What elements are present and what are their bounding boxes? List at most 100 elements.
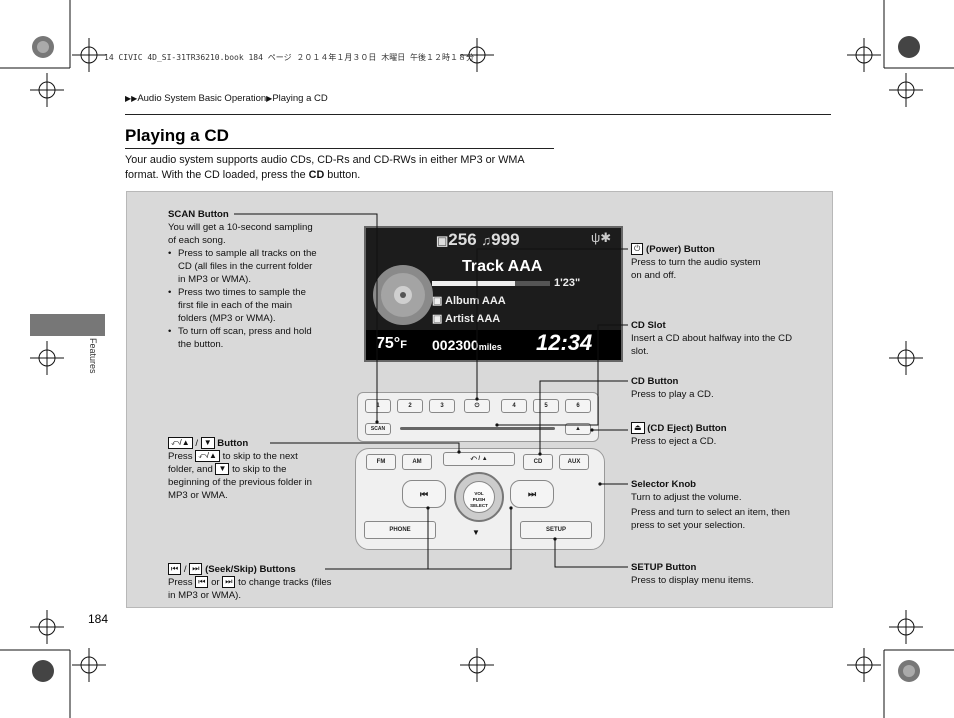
clock: 12:34 <box>536 330 593 355</box>
scan-bullet: Press two times to sample the first file… <box>168 286 318 325</box>
temperature-value: 75° <box>376 335 401 352</box>
power-callout-text: Press to turn the audio system on and of… <box>631 257 761 281</box>
cd-button[interactable]: CD <box>523 454 553 470</box>
usb-bluetooth-icon: ψ✱ <box>591 230 612 245</box>
folder-up-button[interactable]: ⤺ / ▲ <box>443 452 515 466</box>
selector-knob-label: VOL PUSH SELECT <box>463 481 495 513</box>
scan-bullet: Press to sample all tracks on the CD (al… <box>168 247 318 286</box>
seek-callout-title: (Seek/Skip) Buttons <box>205 564 296 575</box>
seek-back-icon: ⏮ <box>195 576 209 589</box>
aux-button[interactable]: AUX <box>559 454 589 470</box>
am-button[interactable]: AM <box>402 454 432 470</box>
cd-button-callout-title: CD Button <box>631 376 679 387</box>
seek-back-icon: ⏮ <box>168 563 182 576</box>
track-time: 1'23" <box>554 277 581 289</box>
album-row: ▣ Album AAA <box>432 294 506 307</box>
scan-callout-list: Press to sample all tracks on the CD (al… <box>168 247 318 351</box>
folder-callout-title: Button <box>217 438 249 449</box>
folder-down-button[interactable]: ▼ <box>472 528 480 537</box>
status-bar <box>366 330 621 360</box>
scan-bullet: To turn off scan, press and hold the but… <box>168 325 318 351</box>
eject-button[interactable]: ▲ <box>565 423 591 435</box>
music-note-icon: ♫ <box>481 233 492 248</box>
section-tab <box>30 314 105 336</box>
cd-slot-callout-title: CD Slot <box>631 320 666 331</box>
cd-button-callout: CD Button Press to play a CD. <box>631 375 811 401</box>
folder-down-icon: ▼ <box>215 463 230 476</box>
seek-forward-button[interactable]: ⏭ <box>510 480 554 508</box>
seek-back-button[interactable]: ⏮ <box>402 480 446 508</box>
track-counts: ▣256 ♫999 <box>436 230 520 250</box>
seek-callout-text: Press ⏮ or ⏭ to change tracks (files in … <box>168 576 333 602</box>
page-number: 184 <box>88 612 109 626</box>
folder-text-part: to skip to the beginning of the previous… <box>168 464 313 501</box>
power-callout-title: (Power) Button <box>646 244 715 255</box>
power-callout-title-row: ⏻ (Power) Button <box>631 243 811 256</box>
eject-callout-title-row: ⏏ (CD Eject) Button <box>631 422 811 435</box>
preset-3-button[interactable]: 3 <box>429 399 455 413</box>
power-callout: ⏻ (Power) Button Press to turn the audio… <box>631 243 811 282</box>
intro-line-2: format. With the CD loaded, press the CD… <box>125 168 565 183</box>
selector-callout-text-1: Turn to adjust the volume. <box>631 492 742 503</box>
fm-button[interactable]: FM <box>366 454 396 470</box>
artist-icon: ▣ <box>432 313 446 325</box>
intro-line-1: Your audio system supports audio CDs, CD… <box>125 154 525 166</box>
power-icon: ⏻ <box>631 243 644 256</box>
breadcrumb-parent[interactable]: Audio System Basic Operation <box>137 93 267 104</box>
folder-text-part: to skip to the next folder, and <box>168 451 298 475</box>
seek-callout-title-row: ⏮ / ⏭ (Seek/Skip) Buttons <box>168 563 333 576</box>
folder-callout-text: Press ⤺/▲ to skip to the next folder, an… <box>168 450 323 502</box>
selector-knob[interactable]: VOL PUSH SELECT <box>454 472 504 522</box>
eject-callout: ⏏ (CD Eject) Button Press to eject a CD. <box>631 422 811 448</box>
scan-button[interactable]: SCAN <box>365 423 391 435</box>
eject-callout-title: (CD Eject) Button <box>647 423 727 434</box>
setup-callout-text: Press to display menu items. <box>631 575 754 586</box>
scan-callout: SCAN Button You will get a 10-second sam… <box>168 208 318 351</box>
selector-callout-title: Selector Knob <box>631 479 697 490</box>
seek-callout: ⏮ / ⏭ (Seek/Skip) Buttons Press ⏮ or ⏭ t… <box>168 563 333 602</box>
folder-icon: ▣ <box>436 233 449 248</box>
folder-up-icon: ⤺/▲ <box>195 450 220 463</box>
eject-callout-text: Press to eject a CD. <box>631 436 717 447</box>
track-title: Track AAA <box>462 258 543 275</box>
cd-slot[interactable] <box>400 427 555 430</box>
scan-callout-text: You will get a 10-second sampling of eac… <box>168 222 313 246</box>
title-rule <box>125 148 554 149</box>
preset-2-button[interactable]: 2 <box>397 399 423 413</box>
seek-text-part: or <box>211 577 220 588</box>
breadcrumb-arrow-icon: ▶▶ <box>125 94 138 103</box>
odometer-unit: miles <box>478 342 502 352</box>
intro-cd-word: CD <box>308 169 325 181</box>
odometer: 002300miles <box>432 337 502 353</box>
intro-text-part: button. <box>324 169 361 181</box>
seek-text-part: to change tracks (files in MP3 or WMA). <box>168 577 332 601</box>
disc-icon <box>373 265 433 325</box>
preset-1-button[interactable]: 1 <box>365 399 391 413</box>
seek-text-part: Press <box>168 577 193 588</box>
seek-forward-icon: ⏭ <box>189 563 203 576</box>
odometer-value: 002300 <box>432 337 479 353</box>
album-name: Album AAA <box>445 295 506 307</box>
audio-display: ▣256 ♫999 ψ✱ Track AAA 1'23" ▣ Album AAA… <box>364 226 623 362</box>
preset-6-button[interactable]: 6 <box>565 399 591 413</box>
album-icon: ▣ <box>432 295 446 307</box>
breadcrumb-current: Playing a CD <box>272 93 328 104</box>
selector-callout-text-2: Press and turn to select an item, then p… <box>631 507 790 531</box>
folder-callout: ⤺/▲ / ▼ Button Press ⤺/▲ to skip to the … <box>168 437 323 502</box>
page-title: Playing a CD <box>125 126 229 145</box>
selector-callout: Selector Knob Turn to adjust the volume.… <box>631 478 811 532</box>
cd-button-callout-text: Press to play a CD. <box>631 389 714 400</box>
eject-icon: ⏏ <box>631 422 645 435</box>
header-rule <box>125 114 831 115</box>
cd-slot-callout-text: Insert a CD about halfway into the CD sl… <box>631 333 793 357</box>
cd-slot-callout: CD Slot Insert a CD about halfway into t… <box>631 319 811 358</box>
seek-forward-icon: ⏭ <box>222 576 236 589</box>
preset-4-button[interactable]: 4 <box>501 399 527 413</box>
folder-text-part: Press <box>168 451 193 462</box>
phone-button[interactable]: PHONE <box>364 521 436 539</box>
folder-up-icon: ⤺/▲ <box>168 437 193 450</box>
temperature-unit: F <box>400 339 407 351</box>
track-count: 999 <box>491 230 520 249</box>
